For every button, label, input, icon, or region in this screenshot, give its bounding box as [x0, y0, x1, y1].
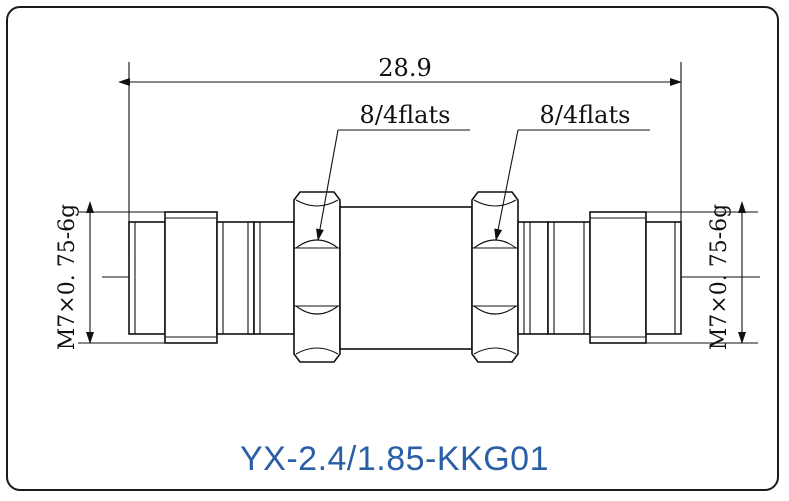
- left-flats-leader: 8/4flats: [316, 101, 470, 241]
- part-number-caption: YX-2.4/1.85-KKG01: [239, 440, 549, 478]
- left-connector-end: [128, 211, 295, 344]
- right-thread-dimension: M7×0. 75-6g: [640, 201, 758, 350]
- right-flats-leader: 8/4flats: [494, 101, 650, 241]
- right-hex-nut: [471, 191, 519, 363]
- right-thread-label: M7×0. 75-6g: [707, 204, 732, 350]
- left-thread-label: M7×0. 75-6g: [55, 204, 80, 350]
- overall-dimension-label: 28.9: [378, 54, 431, 82]
- central-body: [339, 206, 473, 350]
- left-hex-nut: [293, 191, 341, 363]
- right-connector-end: [517, 211, 682, 344]
- left-thread-dimension: M7×0. 75-6g: [55, 201, 165, 350]
- right-flats-label: 8/4flats: [540, 101, 631, 129]
- left-flats-label: 8/4flats: [360, 101, 451, 129]
